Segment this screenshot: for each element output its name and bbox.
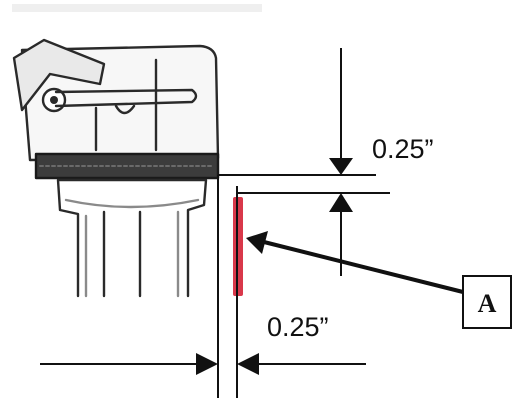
shank-body xyxy=(56,178,208,298)
pin-knob-inner xyxy=(50,96,58,104)
callout-leader-line xyxy=(263,240,464,294)
dimension-label-top: 0.25” xyxy=(372,134,434,164)
housing-slot-3 xyxy=(114,104,136,115)
arrowhead-down xyxy=(329,158,353,175)
top-texture xyxy=(12,4,262,12)
part-illustration xyxy=(12,4,262,298)
callout-box: A xyxy=(462,275,512,329)
arrowheads xyxy=(196,158,353,375)
dimension-lines xyxy=(40,48,464,398)
dimension-label-bottom: 0.25” xyxy=(267,312,329,342)
callout-box-frame xyxy=(462,275,512,329)
horizontal-rod xyxy=(54,88,198,108)
arrowhead-up xyxy=(329,193,353,212)
arrowhead-left xyxy=(237,353,259,375)
lever-arm xyxy=(12,38,106,112)
arrowhead-right xyxy=(196,353,218,375)
callout-label: A xyxy=(478,289,497,318)
shank-collar xyxy=(64,198,200,209)
arrowhead-callout xyxy=(246,231,268,254)
